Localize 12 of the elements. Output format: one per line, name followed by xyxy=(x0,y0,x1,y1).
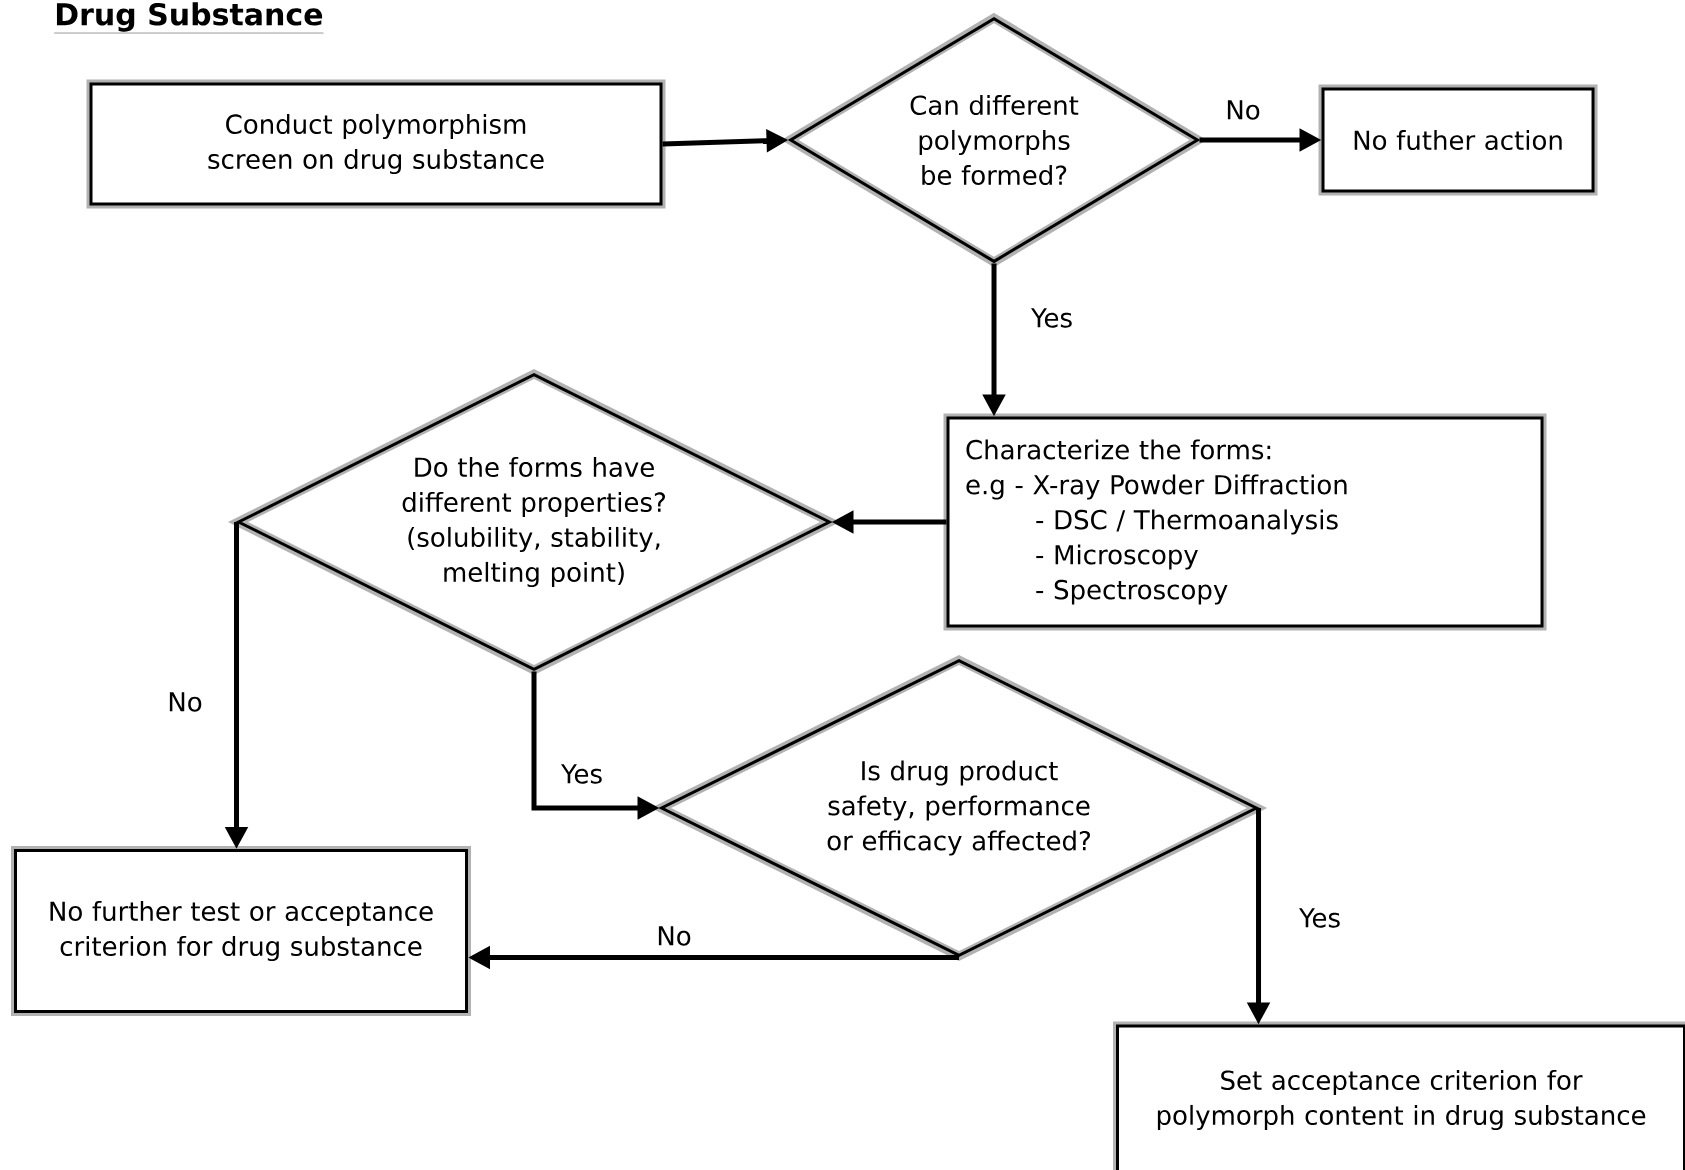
edge-label: No xyxy=(654,924,694,948)
edge-label: Yes xyxy=(1297,906,1343,930)
process-box: Set acceptance criterion for polymorph content in drug substance xyxy=(1113,1021,1685,1170)
process-box: No futher action xyxy=(1318,84,1598,196)
title: Drug Substance xyxy=(54,2,324,34)
edge-label: Yes xyxy=(559,762,605,786)
process-box: Characterize the forms: e.g - X-ray Powder Diffraction - DSC / Thermoanalysis - Microscopy - Spectroscopy xyxy=(943,413,1547,631)
edge-label: No xyxy=(1223,98,1263,122)
process-box: Conduct polymorphism screen on drug substance xyxy=(86,79,666,209)
edge-label: Yes xyxy=(1029,306,1075,330)
process-box: No further test or acceptance criterion for drug substance xyxy=(11,846,471,1016)
edge-label: No xyxy=(165,690,205,714)
